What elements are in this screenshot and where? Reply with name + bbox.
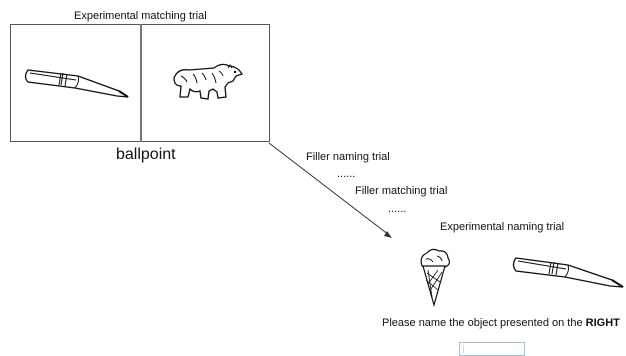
experimental-matching-trial-title: Experimental matching trial <box>74 10 207 22</box>
ellipsis-2: ...... <box>388 203 407 215</box>
ellipsis-1: ...... <box>337 168 356 180</box>
matching-trial-label: ballpoint <box>116 146 176 163</box>
pen-icon <box>22 64 132 104</box>
bear-icon <box>166 58 246 106</box>
filler-matching-trial-label: Filler matching trial <box>355 185 448 197</box>
response-input-box[interactable] <box>459 342 525 356</box>
naming-instruction-emphasis: RIGHT <box>585 317 620 329</box>
naming-instruction: Please name the object presented on the … <box>382 318 620 329</box>
filler-naming-trial-label: Filler naming trial <box>306 151 390 163</box>
timeline-arrow <box>266 141 396 241</box>
naming-instruction-prefix: Please name the object presented on the <box>382 317 586 329</box>
matching-trial-divider <box>140 24 142 142</box>
pen-icon <box>510 252 626 294</box>
experimental-naming-trial-label: Experimental naming trial <box>440 221 565 233</box>
ice-cream-icon <box>414 246 454 308</box>
